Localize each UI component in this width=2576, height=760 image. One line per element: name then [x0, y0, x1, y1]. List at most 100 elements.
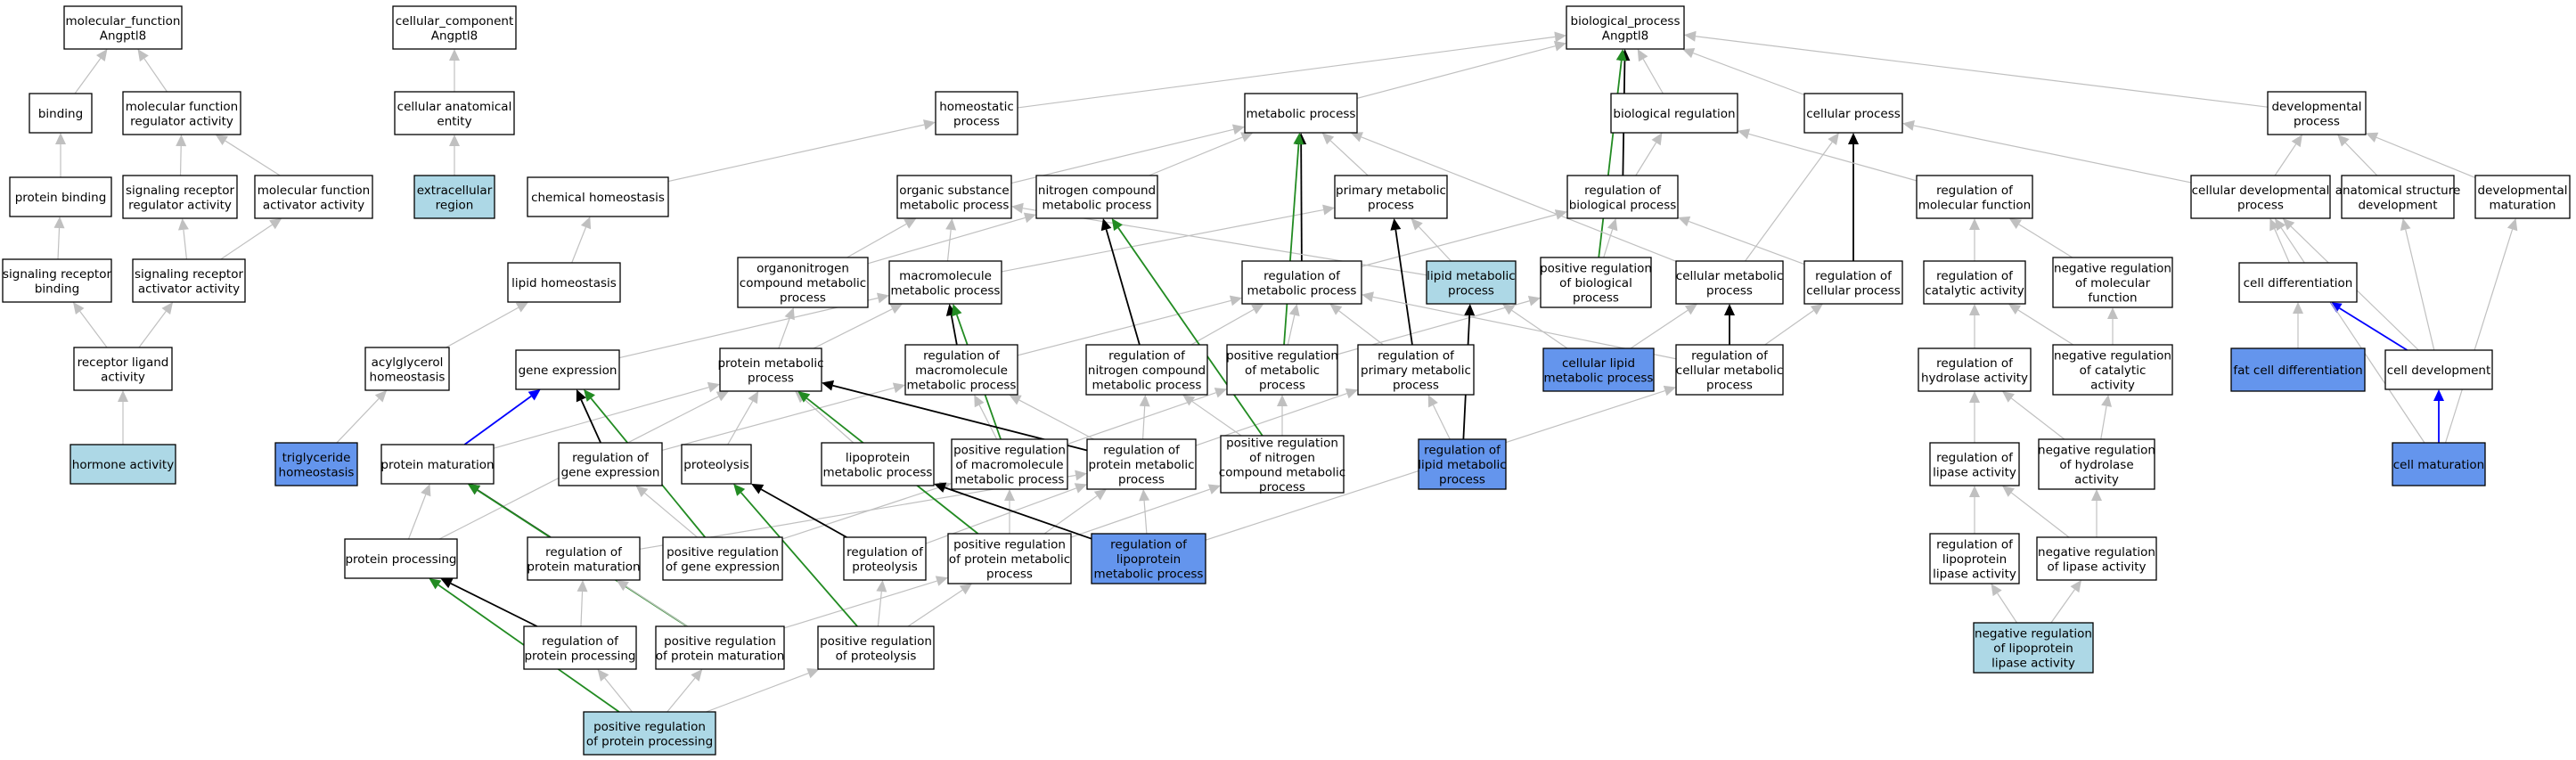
- go-term-cell-dev[interactable]: cell development: [2384, 349, 2493, 390]
- go-term-protein-mat[interactable]: protein maturation: [380, 444, 495, 485]
- go-term-cell-mat[interactable]: cell maturation: [2392, 442, 2486, 486]
- go-term-cellular[interactable]: cellular process: [1803, 93, 1903, 134]
- go-term-binding[interactable]: binding: [29, 93, 93, 134]
- term-label-line: Angptl8: [100, 29, 147, 43]
- term-box: [515, 349, 620, 390]
- edge-line: [1692, 53, 1805, 95]
- go-term-protein-binding[interactable]: protein binding: [9, 176, 112, 217]
- edge-arrowhead: [1902, 120, 1915, 131]
- go-term-proteolysis[interactable]: proteolysis: [681, 444, 752, 485]
- term-box: [1334, 175, 1448, 219]
- edge-protein_met-to-organonitrogen: [778, 307, 795, 349]
- edge-line: [604, 677, 633, 713]
- go-term-fat-cell[interactable]: fat cell differentiation: [2230, 347, 2366, 392]
- edge-line: [1338, 310, 1384, 346]
- edge-sig_rec_binding-to-protein_binding: [53, 217, 65, 260]
- go-term-metabolic[interactable]: metabolic process: [1244, 93, 1358, 134]
- edge-line: [2100, 405, 2107, 440]
- go-term-hormone[interactable]: hormone activity: [70, 444, 176, 485]
- go-term-bio-reg[interactable]: biological regulation: [1610, 93, 1738, 134]
- term-label-line: regulation of: [1108, 349, 1186, 364]
- term-label-line: extracellular: [417, 184, 493, 198]
- term-label-line: molecular function: [258, 184, 370, 198]
- edge-arrowhead: [974, 395, 985, 408]
- go-term-chem-homeo[interactable]: chemical homeostasis: [527, 176, 669, 217]
- term-label-line: signaling receptor: [135, 267, 244, 282]
- go-term-lipid-homeo[interactable]: lipid homeostasis: [507, 262, 621, 303]
- term-label-line: of proteolysis: [836, 649, 917, 663]
- edge-pos_reg_protein_mat-to-reg_protein_mat: [616, 580, 688, 627]
- term-box: [63, 5, 183, 50]
- go-term-protein-proc[interactable]: protein processing: [344, 538, 458, 579]
- edge-arrowhead: [1293, 133, 1304, 145]
- go-term-cell-diff[interactable]: cell differentiation: [2238, 262, 2358, 303]
- edge-arrowhead: [892, 382, 905, 394]
- edge-arrowhead: [1182, 395, 1196, 406]
- term-box: [904, 344, 1018, 396]
- term-label-line: cell maturation: [2393, 458, 2484, 472]
- go-term-gene-expr[interactable]: gene expression: [515, 349, 620, 390]
